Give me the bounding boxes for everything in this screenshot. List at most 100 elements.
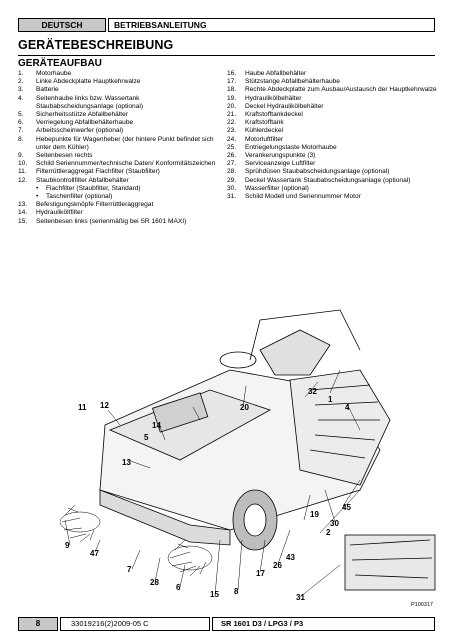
callout-label: 9 xyxy=(65,541,70,550)
list-item: 24.Motorluftfilter xyxy=(227,136,437,144)
item-number: 10. xyxy=(18,160,28,168)
list-item: 12. Staubkontrollfilter Abfallbehälter xyxy=(18,177,218,185)
item-text: Rechte Abdeckplatte zum Ausbau/Austausch… xyxy=(245,86,437,94)
list-item: 3.Batterie xyxy=(18,86,218,94)
callout-label: 8 xyxy=(234,587,239,596)
callout-label: 15 xyxy=(210,590,219,599)
steering-wheel xyxy=(219,351,257,369)
item-text: Hydrauliköltfilter xyxy=(36,209,83,217)
side-broom-left xyxy=(60,504,101,543)
list-item: 11. Filterrüttleraggregat Flachfilter (St… xyxy=(18,168,218,176)
item-text: Arbeitsscheinwerfer (optional) xyxy=(36,127,124,135)
item-text: Haube Abfallbehälter xyxy=(245,70,307,77)
footer-document-code: 33019216(2)2009-05 C xyxy=(60,617,210,631)
item-text: Deckel Wassertank Staubabscheidungsanlag… xyxy=(245,176,411,184)
item-text: Deckel Hydraulikölbehälter xyxy=(245,102,324,110)
list-item: 2.Linke Abdeckplatte Hauptkehrwalze xyxy=(18,78,218,86)
item-number: 12. xyxy=(18,176,28,184)
header-language: DEUTSCH xyxy=(18,18,106,32)
list-item: 27.Serviceanzeige Luftfilter xyxy=(227,160,437,168)
callout-label: 14 xyxy=(152,421,161,430)
item-text: Schild Modell und Seriennummer Motor xyxy=(245,193,361,201)
item-text: Verankerungspunkte (3) xyxy=(245,152,316,160)
item-text: Hydraulikölbehälter xyxy=(245,94,302,102)
item-number: 22. xyxy=(227,119,237,127)
item-number: 13. xyxy=(18,201,28,209)
bullet-icon: • xyxy=(36,193,39,201)
list-item: 20.Deckel Hydraulikölbehälter xyxy=(227,103,437,111)
item-text: Seitenbesen rechts xyxy=(36,152,93,160)
item-text: Motorhaube xyxy=(36,70,72,77)
list-item: 8. Hebepunkte für Wagenheber (der hintere… xyxy=(18,136,218,152)
item-number: 7. xyxy=(18,127,24,135)
item-text: Sprühdüsen Staubabscheidungsanlage (opti… xyxy=(245,168,390,176)
callout-label: 6 xyxy=(176,583,181,592)
item-number: 11. xyxy=(18,168,27,176)
item-text: Wasserfilter (optional) xyxy=(245,184,309,192)
callout-label: 32 xyxy=(308,387,317,396)
list-item: 5.Sicherheitsstütze Abfallbehälter xyxy=(18,111,218,119)
list-item: 6.Verriegelung Abfallbehälterhaube xyxy=(18,119,218,127)
item-number: 27. xyxy=(227,160,237,168)
item-text: Schild Seriennummer/technische Daten/ Ko… xyxy=(36,160,216,168)
item-number: 28. xyxy=(227,168,237,176)
item-number: 24. xyxy=(227,135,237,143)
item-number: 29. xyxy=(227,176,237,184)
list-subitem: •Taschenfilter (optional) xyxy=(18,193,218,201)
subitem-text: Flachfilter (Staubfilter, Standard) xyxy=(46,184,141,192)
item-number: 17. xyxy=(227,78,237,86)
item-number: 16. xyxy=(227,70,237,77)
callout-label: 7 xyxy=(127,565,132,574)
list-item: 28. Sprühdüsen Staubabscheidungsanlage (o… xyxy=(227,168,437,176)
list-item: 10. Schild Seriennummer/technische Daten/… xyxy=(18,160,218,168)
item-number: 19. xyxy=(227,94,237,102)
header-title: BETRIEBSANLEITUNG xyxy=(108,18,435,32)
list-item: 17. Stützstange Abfallbehälterhaube xyxy=(227,78,437,86)
item-number: 30. xyxy=(227,184,237,192)
page-title: GERÄTEBESCHREIBUNG xyxy=(18,38,174,52)
list-item: 9.Seitenbesen rechts xyxy=(18,152,218,160)
item-number: 4. xyxy=(18,94,24,102)
item-text: Hebepunkte für Wagenheber (der hintere P… xyxy=(36,135,214,151)
callout-label: 47 xyxy=(90,549,99,558)
item-number: 18. xyxy=(227,86,237,94)
front-bumper xyxy=(99,489,231,546)
item-number: 25. xyxy=(227,143,237,151)
item-text: Filterrüttleraggregat Flachfilter (Staub… xyxy=(36,168,160,176)
item-number: 14. xyxy=(18,209,28,217)
title-divider xyxy=(18,55,435,56)
list-item: 25.Entriegelungstaste Motorhaube xyxy=(227,144,437,152)
item-number: 15. xyxy=(18,217,28,225)
item-text: Kühlerdeckel xyxy=(245,127,284,135)
item-text: Befestigungsknöpfe Filterrüttleraggregat xyxy=(36,201,154,209)
item-text: Staubkontrollfilter Abfallbehälter xyxy=(36,176,129,184)
item-number: 21. xyxy=(227,111,237,119)
item-number: 2. xyxy=(18,78,24,86)
list-item: 14. Hydrauliköltfilter xyxy=(18,209,218,217)
item-text: Stützstange Abfallbehälterhaube xyxy=(245,78,340,86)
item-text: Batterie xyxy=(36,86,59,94)
footer-model: SR 1601 D3 / LPG3 / P3 xyxy=(212,617,435,631)
callout-label: 13 xyxy=(122,458,131,467)
list-item: 18. Rechte Abdeckplatte zum Ausbau/Austau… xyxy=(227,86,437,94)
list-item: 15.Seitenbesen links (serienmäßig bei SR… xyxy=(18,218,218,226)
list-item: 31.Schild Modell und Seriennummer Motor xyxy=(227,193,437,201)
picture-code: P100317 xyxy=(410,602,433,608)
item-text: Kraftstofftank xyxy=(245,119,284,127)
item-number: 5. xyxy=(18,111,24,119)
list-item: 1. Motorhaube xyxy=(18,70,218,78)
item-number: 1. xyxy=(18,70,24,77)
callout-label: 26 xyxy=(273,561,282,570)
list-item: 13. Befestigungsknöpfe Filterrüttleraggre… xyxy=(18,201,218,209)
callout-label: 2 xyxy=(326,528,331,537)
section-title: GERÄTEAUFBAU xyxy=(18,58,102,69)
side-broom-right xyxy=(167,539,213,577)
bullet-icon: • xyxy=(36,184,39,192)
item-number: 8. xyxy=(18,135,24,143)
engine-compartment xyxy=(289,369,391,486)
item-text: Kraftstofftankdeckel xyxy=(245,111,303,119)
list-item: 21. Kraftstofftankdeckel xyxy=(227,111,437,119)
callout-label: 19 xyxy=(310,510,319,519)
list-item: 19. Hydraulikölbehälter xyxy=(227,95,437,103)
callout-label: 5 xyxy=(144,433,149,442)
